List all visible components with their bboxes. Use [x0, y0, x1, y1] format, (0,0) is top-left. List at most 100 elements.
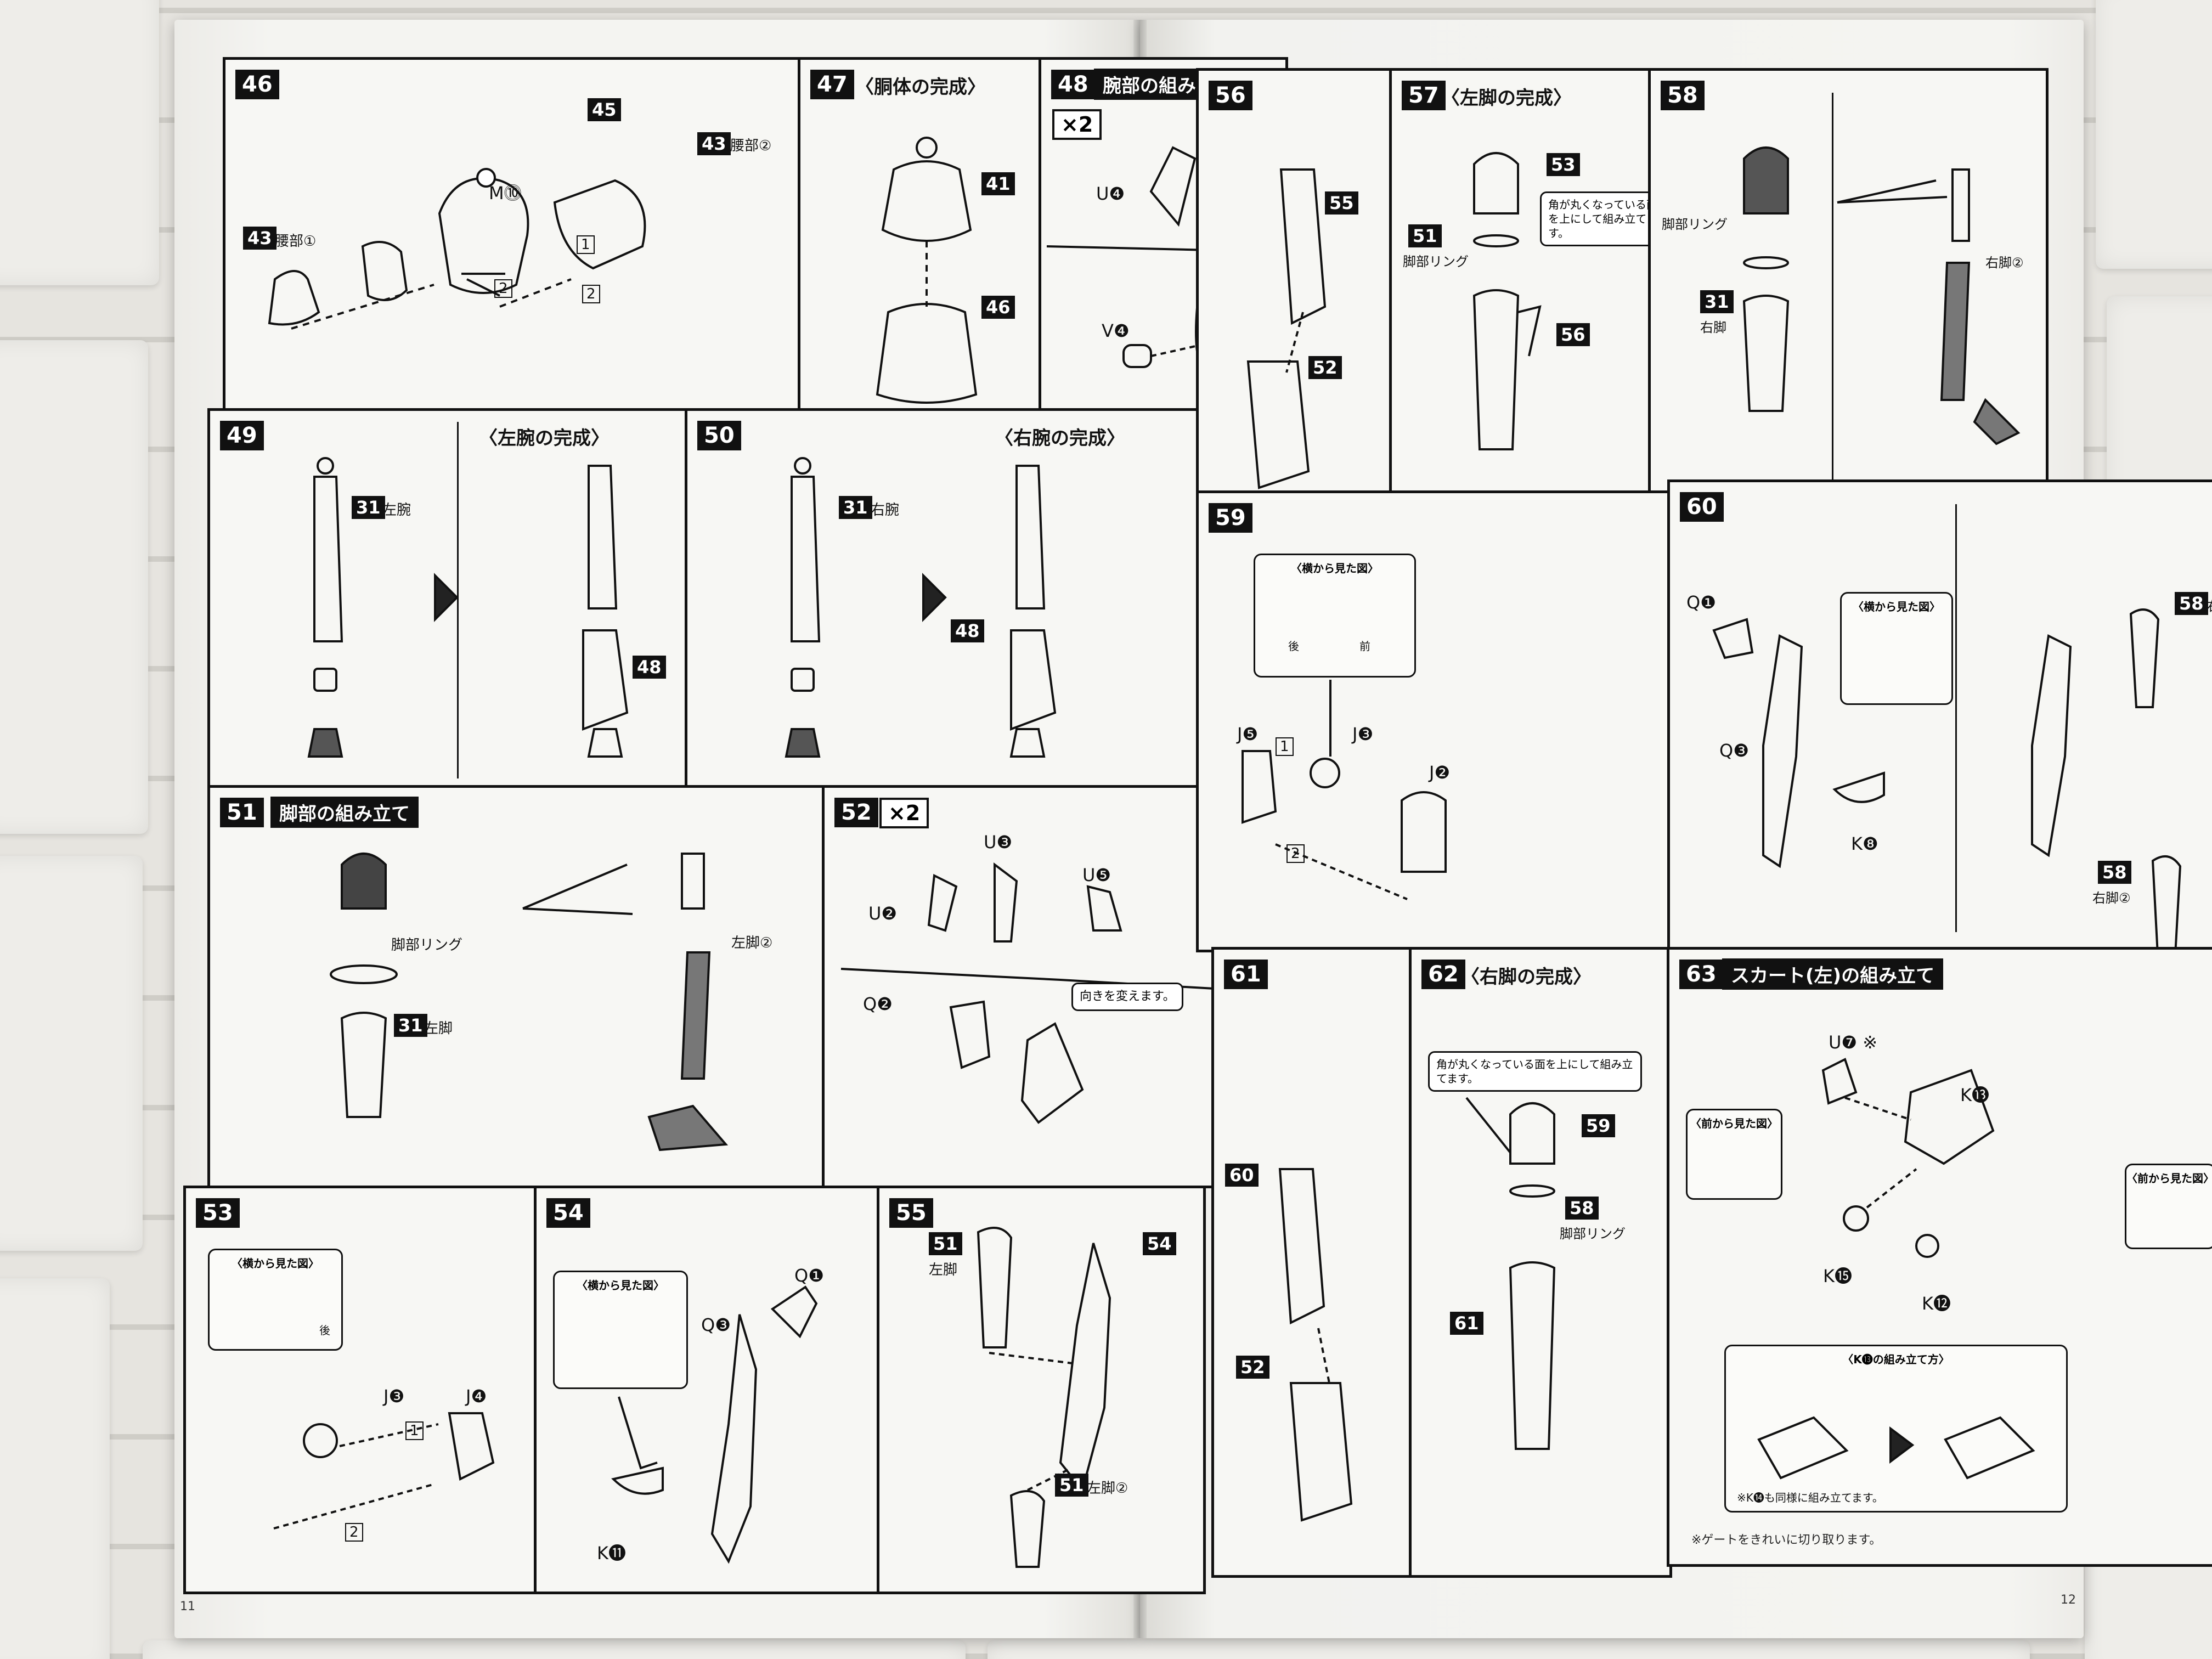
part-label-58: 58	[1565, 1197, 1599, 1220]
step-number: 49	[220, 421, 264, 450]
part-label-54: 54	[1143, 1232, 1176, 1255]
assembly-method-inset: 〈K⓭の組み立て方〉 ※K⓮も同様に組み立てます。	[1724, 1345, 2068, 1513]
part-label-51: 51	[1055, 1474, 1088, 1497]
front-view-inset: 〈前から見た図〉	[1686, 1109, 1782, 1200]
part-label-k15: K⓯	[1823, 1266, 1852, 1286]
divider	[457, 422, 459, 778]
back-label: 後	[1288, 640, 1299, 653]
part-label-k13: K⓭	[1960, 1085, 1989, 1105]
step-number: 61	[1224, 960, 1268, 989]
step-number: 46	[235, 70, 279, 99]
part-label-43: 43	[243, 227, 276, 250]
step-47-panel: 47 〈胴体の完成〉 41 46	[798, 57, 1041, 414]
left-leg-completion-drawing	[1472, 152, 1542, 450]
order-number: 2	[494, 279, 512, 298]
waist-assembly-drawing	[268, 168, 646, 330]
callout-note: 角が丸くなっている面を上にして組み立てます。	[1428, 1051, 1642, 1092]
left-arm-drawing	[307, 457, 629, 758]
step-number: 47	[810, 70, 854, 99]
step-number: 57	[1402, 81, 1446, 110]
skirt-assembly-drawing	[1821, 1058, 1995, 1258]
part-label-31: 31	[1700, 290, 1734, 313]
leg-lower-drawing	[1246, 168, 1327, 489]
quantity-badge: ×2	[879, 798, 929, 828]
part-label-53: 53	[1547, 153, 1580, 176]
footnote: ※ゲートをきれいに切り取ります。	[1691, 1533, 1882, 1547]
brick	[0, 0, 159, 285]
part-name: 右腕	[871, 502, 900, 518]
part-name: 腰部②	[730, 138, 772, 154]
part-label-46: 46	[981, 296, 1015, 319]
part-label-v4: V❹	[1102, 320, 1130, 341]
hip-joint-drawing	[1242, 680, 1447, 900]
order-number: 1	[405, 1421, 424, 1440]
step-51-panel: 51 脚部の組み立て 脚部リング 31 左脚 左脚②	[207, 785, 825, 1188]
part-label-j5: J❺	[1237, 724, 1259, 744]
step-58-panel: 58 脚部リング 31 右脚 右脚②	[1648, 68, 2049, 500]
part-label-51: 51	[929, 1232, 962, 1255]
side-view-inset: 〈横から見た図〉 後	[208, 1249, 343, 1351]
part-label-u7: U❼ ※	[1829, 1032, 1878, 1053]
callout-note: 角が丸くなっている面を上にして組み立てます。	[1540, 191, 1666, 246]
instruction-booklet: 46 45 43 腰部② M⓾ 43 腰部① 1 2 2 47 〈胴体の完成〉	[174, 20, 2212, 1638]
order-number: 2	[345, 1523, 363, 1542]
part-label-q1: Q❶	[1686, 592, 1716, 613]
part-label-52: 52	[1308, 356, 1342, 379]
part-label-k12: K⓬	[1922, 1293, 1951, 1314]
step-number: 50	[697, 421, 741, 450]
back-label: 後	[319, 1324, 330, 1337]
part-label-60: 60	[1225, 1164, 1259, 1187]
ring-label: 脚部リング	[1560, 1226, 1626, 1242]
part-name: 左腕	[382, 502, 411, 518]
step-62-panel: 62 〈右脚の完成〉 角が丸くなっている面を上にして組み立てます。 59 58 …	[1409, 947, 1672, 1578]
part-name: 右脚②	[2092, 890, 2131, 906]
part-label-31: 31	[839, 496, 872, 519]
part-label-j4: J❹	[466, 1386, 487, 1407]
order-number: 2	[1286, 844, 1305, 863]
step-title: 〈右脚の完成〉	[1461, 966, 1592, 988]
part-label-u3: U❸	[984, 832, 1013, 853]
step-title: 〈左脚の完成〉	[1441, 87, 1572, 109]
part-label-u4: U❹	[1096, 183, 1125, 204]
part-label-58: 58	[2098, 861, 2131, 884]
part-label-45: 45	[588, 98, 621, 121]
part-label-31: 31	[352, 496, 385, 519]
step-50-panel: 50 〈右腕の完成〉 31 右腕 48	[685, 408, 1288, 788]
leg-assembly-drawing	[330, 853, 729, 1152]
part-label-j3: J❸	[1352, 724, 1374, 744]
step-57-panel: 57 〈左脚の完成〉 53 角が丸くなっている面を上にして組み立てます。 51 …	[1389, 68, 1666, 500]
part-label-j3: J❸	[383, 1386, 405, 1407]
inset-title: 〈横から見た図〉	[1853, 600, 1940, 613]
joint-assembly-drawing	[273, 1412, 495, 1530]
part-label-59: 59	[1582, 1114, 1615, 1137]
step-title: 〈胴体の完成〉	[855, 76, 986, 98]
part-label-m10: M⓾	[489, 183, 522, 204]
front-view-inset: 〈前から見た図〉	[2125, 1164, 2212, 1249]
part-label-j2: J❷	[1429, 762, 1451, 783]
brick	[988, 1640, 2030, 1659]
k13-assembly-drawing	[1757, 1416, 2035, 1480]
divider	[1955, 504, 1957, 932]
right-leg-armor-drawing	[1712, 608, 2182, 966]
step-number: 52	[834, 798, 878, 827]
leg-combine-drawing	[977, 1227, 1111, 1568]
part-label-48: 48	[951, 619, 984, 642]
step-number: 51	[220, 798, 264, 827]
part-label-u5: U❺	[1082, 865, 1111, 885]
step-46-panel: 46 45 43 腰部② M⓾ 43 腰部① 1 2 2	[223, 57, 800, 414]
order-number: 1	[577, 235, 595, 254]
right-leg-lower-drawing	[1278, 1168, 1353, 1522]
part-label-58: 58	[2175, 592, 2208, 615]
step-54-panel: 54 〈横から見た図〉 Q❸ Q❶ K⓫	[534, 1186, 879, 1594]
part-name: 腰部①	[275, 233, 317, 250]
right-leg-drawing	[1742, 146, 2021, 445]
inset-note: ※K⓮も同様に組み立てます。	[1737, 1491, 1883, 1504]
part-label-48: 48	[633, 656, 666, 679]
step-number: 56	[1209, 81, 1252, 110]
step-59-panel: 59 〈横から見た図〉 後 前 J❺ J❸ J❷ 1 2	[1196, 490, 1680, 952]
torso-completion-drawing	[876, 137, 978, 404]
right-leg-completion-drawing	[1465, 1097, 1556, 1450]
part-label-52: 52	[1236, 1356, 1269, 1379]
part-label-q3: Q❸	[1719, 740, 1749, 761]
ring-label: 脚部リング	[391, 937, 463, 953]
